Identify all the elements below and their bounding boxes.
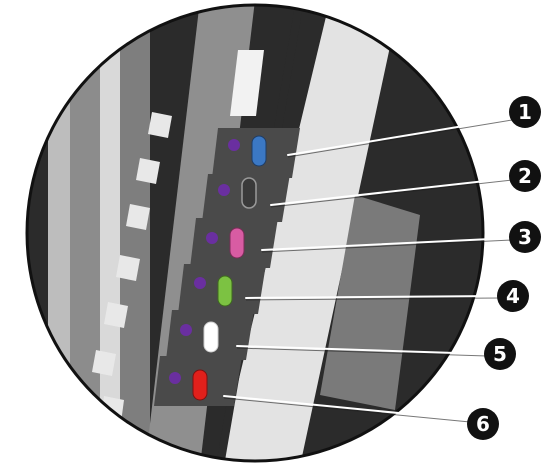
callout-badge-4: 4 bbox=[497, 280, 529, 312]
frame-stripe bbox=[48, 5, 70, 461]
leader-line-5 bbox=[236, 345, 488, 355]
callout-number-6: 6 bbox=[476, 412, 490, 436]
leader-line-2 bbox=[270, 177, 513, 206]
cartridge-5 bbox=[166, 310, 254, 360]
cartridge-2 bbox=[202, 174, 290, 222]
leader-line-1 bbox=[287, 117, 513, 156]
cartridge-6 bbox=[154, 356, 242, 406]
leader-line-shadows bbox=[223, 119, 513, 423]
lens-outline bbox=[25, 3, 485, 463]
cartridge-3 bbox=[190, 218, 278, 268]
callout-badge-3: 3 bbox=[509, 221, 541, 253]
callout-number-1: 1 bbox=[518, 100, 532, 124]
cartridge-1 bbox=[212, 128, 300, 178]
white-ink-slot bbox=[203, 321, 219, 353]
status-dot bbox=[180, 324, 192, 336]
side-block bbox=[320, 195, 420, 410]
status-dot bbox=[194, 277, 206, 289]
cartridge-stack bbox=[154, 128, 300, 406]
red-ink-slot bbox=[192, 369, 208, 401]
status-dot bbox=[218, 184, 230, 196]
leader-line-3 bbox=[261, 237, 513, 251]
leader-line-6 bbox=[223, 395, 471, 421]
callout-badge-2: 2 bbox=[509, 160, 541, 192]
status-dot bbox=[169, 372, 181, 384]
callout-number-5: 5 bbox=[493, 342, 507, 366]
top-label-strip bbox=[230, 50, 264, 116]
callout-badge-5: 5 bbox=[484, 338, 516, 370]
frame-stripe bbox=[100, 5, 120, 461]
blue-ink-slot bbox=[251, 135, 267, 167]
status-dot bbox=[228, 139, 240, 151]
cartridge-4 bbox=[178, 264, 266, 314]
callout-number-4: 4 bbox=[506, 284, 520, 308]
black-ink-slot bbox=[241, 177, 257, 209]
green-ink-slot bbox=[217, 275, 233, 307]
leader-lines bbox=[223, 117, 513, 421]
right-panel bbox=[218, 5, 400, 461]
leader-line-4 bbox=[245, 295, 501, 299]
callout-badge-6: 6 bbox=[467, 408, 499, 440]
magenta-ink-slot bbox=[229, 227, 245, 259]
callout-badge-1: 1 bbox=[509, 96, 541, 128]
frame-stripe bbox=[120, 5, 150, 461]
callout-number-3: 3 bbox=[518, 225, 532, 249]
status-dot bbox=[206, 232, 218, 244]
callout-number-2: 2 bbox=[518, 164, 532, 188]
